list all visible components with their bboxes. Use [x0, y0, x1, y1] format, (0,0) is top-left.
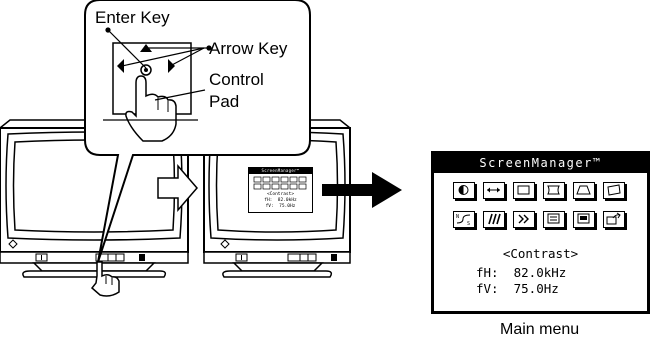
screen-icon[interactable]	[543, 211, 565, 228]
moire-icon[interactable]	[483, 211, 505, 228]
control-pad-label-line1: Control	[209, 70, 264, 89]
control-pad-label-line2: Pad	[209, 92, 240, 111]
mini-menu-selected: <Contrast>	[266, 192, 295, 197]
vertical-frequency: fV: 75.0Hz	[476, 281, 559, 296]
leader-lines	[103, 27, 212, 121]
transition-arrow-icon	[157, 163, 198, 213]
mini-screen-manager-menu: ScreenManager™ <Contrast> fH: 82.0kHz fV…	[248, 167, 313, 213]
trapezoid-icon[interactable]	[573, 182, 595, 199]
position-icon[interactable]	[513, 182, 535, 199]
settings-icon[interactable]	[573, 211, 595, 228]
main-menu-title: ScreenManager™	[434, 154, 647, 173]
svg-text:S: S	[467, 221, 470, 226]
enter-key-label: Enter Key	[95, 8, 170, 27]
selected-item-label: <Contrast>	[502, 246, 579, 261]
mini-menu-fh: fH: 82.0kHz	[264, 198, 297, 203]
arrow-key-label: Arrow Key	[209, 39, 288, 58]
svg-text:N: N	[456, 214, 459, 220]
exit-icon[interactable]	[603, 211, 625, 228]
contrast-icon[interactable]	[453, 182, 475, 199]
next-icon[interactable]	[513, 211, 535, 228]
rotation-icon[interactable]	[603, 182, 625, 199]
mini-menu-icons	[253, 176, 307, 190]
mini-menu-title: ScreenManager™	[249, 168, 312, 174]
horizontal-frequency: fH: 82.0kHz	[476, 265, 567, 280]
main-menu-caption: Main menu	[500, 321, 580, 338]
mini-menu-fv: fV: 75.0Hz	[265, 204, 296, 209]
pincushion-icon[interactable]	[543, 182, 565, 199]
size-icon[interactable]	[483, 182, 505, 199]
zoom-arrow-icon	[322, 172, 402, 208]
